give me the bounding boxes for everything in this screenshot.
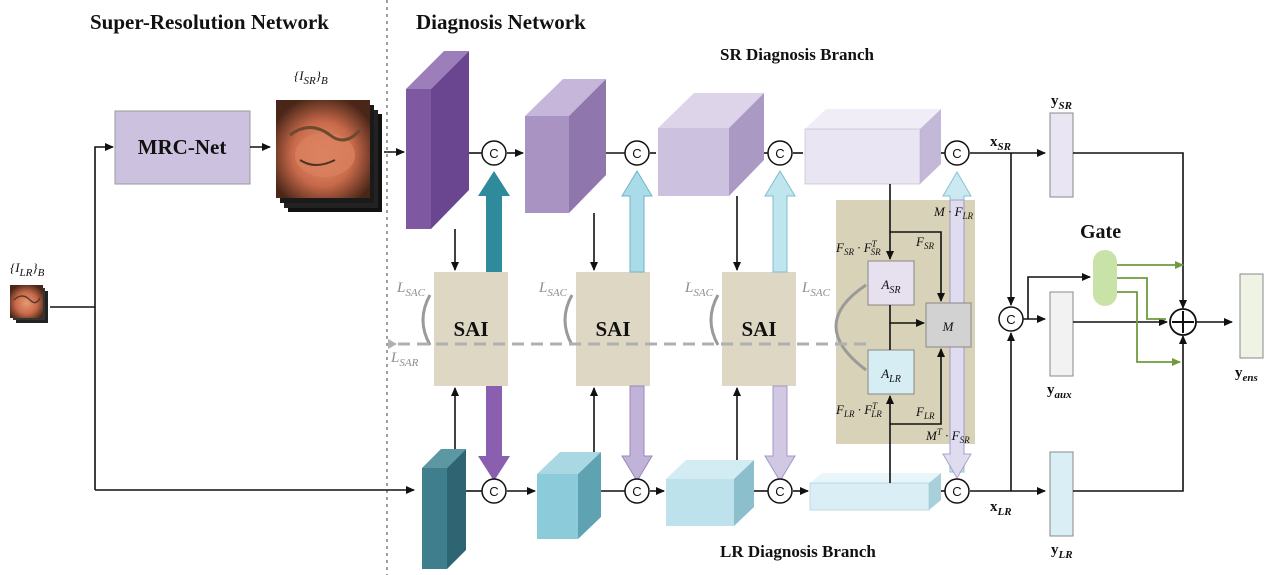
ensemble-plus-node: [1169, 308, 1197, 336]
sac-arc-4: [834, 283, 867, 372]
lr-feature-volume-4: [809, 473, 941, 511]
sai-block-1: [434, 272, 508, 386]
lr-feature-volume-3: [666, 460, 754, 526]
a-sr-box: [867, 260, 915, 306]
sai-block-3: [722, 272, 796, 386]
aux-to-gate: [1027, 273, 1091, 319]
sr-feature-volume-1: [406, 51, 469, 229]
y-aux-label: yaux: [1047, 382, 1072, 401]
sr-branch-header: SR Diagnosis Branch: [720, 45, 875, 64]
gate-label: Gate: [1080, 221, 1121, 243]
gate-box: [1093, 250, 1117, 306]
svg-text:C: C: [952, 484, 961, 499]
m-flr-label: M · FLR: [933, 204, 974, 221]
sr-feature-volume-3: [658, 93, 764, 196]
x-sr-label: xSR: [990, 134, 1011, 153]
sai3-to-lr-arrow: [764, 385, 796, 482]
sai-label-3: SAI: [741, 317, 776, 341]
concat-node-lr-4: C: [944, 478, 970, 504]
lsac-label-1: LSAC: [396, 280, 426, 299]
y-ens-label: yens: [1235, 365, 1258, 384]
sai-label-2: SAI: [595, 317, 630, 341]
a-lr-box: [867, 349, 915, 395]
sr-feature-volume-4: [804, 109, 941, 185]
sai2-to-lr-arrow: [621, 385, 653, 482]
svg-text:C: C: [489, 146, 498, 161]
sac-arc-3: [709, 294, 720, 346]
lsar-label: LSAR: [390, 350, 419, 369]
lr-input-label: {ILR}B: [10, 260, 45, 279]
m-box: [925, 302, 972, 348]
svg-text:C: C: [489, 484, 498, 499]
svg-text:C: C: [632, 484, 641, 499]
ylr-to-plus: [1073, 335, 1187, 492]
concat-node-sr-4: C: [944, 140, 970, 166]
svg-text:C: C: [775, 484, 784, 499]
y-lr-box: [1049, 451, 1074, 537]
sai3-to-sr-arrow: [764, 170, 796, 273]
sr-output-label: {ISR}B: [294, 68, 328, 87]
concat-node-sr-2: C: [624, 140, 650, 166]
y-lr-label: yLR: [1051, 542, 1073, 561]
to-mrcnet-line: [94, 143, 114, 490]
lsac-label-2: LSAC: [538, 280, 568, 299]
svg-text:C: C: [952, 146, 961, 161]
concat-node-aux: C: [998, 306, 1024, 332]
mrcnet-label: MRC-Net: [138, 135, 227, 159]
lr-image-stack: [10, 285, 48, 323]
concat-node-sr-3: C: [767, 140, 793, 166]
x-lr-label: xLR: [990, 499, 1012, 518]
sr-feature-volume-2: [525, 79, 606, 213]
lr-branch-header: LR Diagnosis Branch: [720, 542, 876, 561]
lr-feature-volume-2: [537, 452, 601, 539]
concat-node-sr-1: C: [481, 140, 507, 166]
concat-node-lr-3: C: [767, 478, 793, 504]
y-ens-box: [1239, 273, 1264, 359]
flr-label: FLR: [915, 404, 935, 421]
m-label: M: [942, 319, 955, 334]
y-sr-box: [1049, 112, 1074, 198]
sai2-to-sr-arrow: [621, 170, 653, 273]
sai1-to-lr-arrow: [478, 386, 510, 481]
concat-node-lr-1: C: [481, 478, 507, 504]
fsr-label: FSR: [915, 234, 934, 251]
lr-feature-volume-1: [422, 449, 466, 569]
sai-label-1: SAI: [453, 317, 488, 341]
lsac-label-4: LSAC: [801, 280, 831, 299]
mrcnet-box: [114, 110, 251, 185]
svg-text:C: C: [775, 146, 784, 161]
diagnosis-network-header: Diagnosis Network: [416, 10, 586, 34]
sr-image-stack: [276, 100, 382, 212]
mT-fsr-label: MT · FSR: [925, 427, 970, 445]
svg-text:C: C: [1006, 312, 1015, 327]
sai-block-2: [576, 272, 650, 386]
svg-text:C: C: [632, 146, 641, 161]
gate-arrow-3: [1117, 291, 1181, 366]
sai1-to-sr-arrow: [478, 171, 510, 272]
fsr-to-m: [890, 231, 945, 302]
y-aux-box: [1049, 291, 1074, 377]
flr-to-m: [890, 348, 945, 425]
a-lr-label: ALR: [880, 366, 901, 385]
lsac-label-3: LSAC: [684, 280, 714, 299]
y-sr-label: ySR: [1051, 93, 1072, 112]
sr-network-header: Super-Resolution Network: [90, 10, 329, 34]
sac-arc-1: [421, 294, 432, 346]
ysr-to-plus: [1073, 152, 1187, 309]
gate-arrow-2: [1117, 277, 1166, 320]
concat-node-lr-2: C: [624, 478, 650, 504]
sac-arc-2: [563, 294, 574, 346]
a-sr-label: ASR: [880, 277, 900, 296]
